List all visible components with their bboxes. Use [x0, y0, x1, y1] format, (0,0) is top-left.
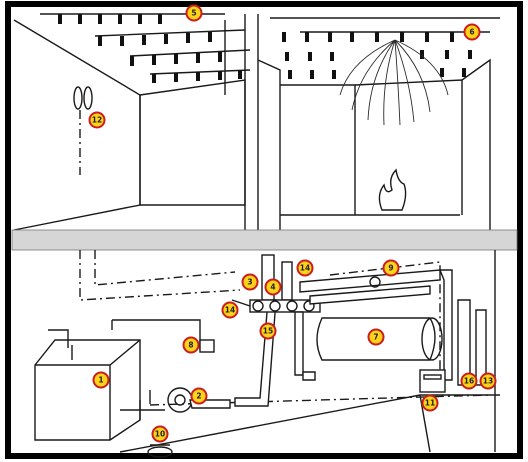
svg-text:12: 12: [92, 116, 102, 125]
side-valve: [200, 340, 214, 352]
svg-text:14: 14: [225, 306, 235, 315]
svg-text:1: 1: [98, 376, 103, 385]
svg-text:5: 5: [191, 9, 196, 18]
marker-14b: 14: [298, 261, 313, 276]
marker-9: 9: [384, 261, 399, 276]
marker-11: 11: [423, 396, 438, 411]
marker-7: 7: [369, 330, 384, 345]
svg-text:9: 9: [388, 264, 393, 273]
svg-text:6: 6: [469, 28, 474, 37]
svg-text:2: 2: [196, 392, 201, 401]
floor-slab: [12, 230, 517, 250]
marker-1: 1: [94, 373, 109, 388]
svg-text:4: 4: [270, 283, 275, 292]
marker-2: 2: [192, 389, 207, 404]
marker-4: 4: [266, 280, 281, 295]
svg-text:11: 11: [425, 399, 435, 408]
svg-text:8: 8: [188, 341, 193, 350]
marker-12: 12: [90, 113, 105, 128]
marker-14a: 14: [223, 303, 238, 318]
marker-3: 3: [243, 275, 258, 290]
marker-13: 13: [481, 374, 496, 389]
marker-8: 8: [184, 338, 199, 353]
marker-15: 15: [261, 324, 276, 339]
svg-text:13: 13: [483, 377, 493, 386]
svg-text:10: 10: [155, 430, 165, 439]
marker-6: 6: [465, 25, 480, 40]
svg-text:3: 3: [247, 278, 252, 287]
marker-10: 10: [153, 427, 168, 442]
svg-text:14: 14: [300, 264, 310, 273]
marker-5: 5: [187, 6, 202, 21]
svg-text:15: 15: [263, 327, 273, 336]
svg-text:7: 7: [373, 333, 378, 342]
svg-text:16: 16: [464, 377, 474, 386]
marker-16: 16: [462, 374, 477, 389]
